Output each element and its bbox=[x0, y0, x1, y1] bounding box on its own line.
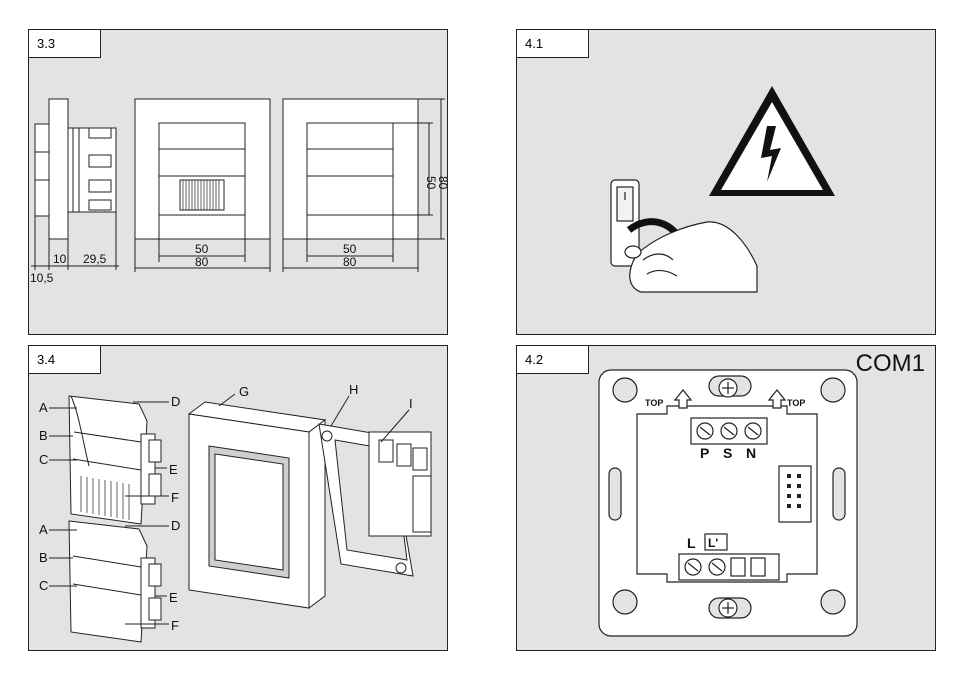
callout-D2: D bbox=[171, 518, 180, 533]
terminal-L-prime: L' bbox=[708, 536, 718, 550]
dim-29-5: 29,5 bbox=[83, 252, 107, 266]
mounting-plate bbox=[319, 424, 431, 576]
panel-4-2: 4.2 COM1 bbox=[516, 345, 936, 651]
dim-80-a: 80 bbox=[195, 255, 209, 269]
cover-frame bbox=[189, 402, 325, 608]
dim-80-b: 80 bbox=[343, 255, 357, 269]
callout-E1: E bbox=[169, 462, 178, 477]
dim-50-a: 50 bbox=[195, 242, 209, 256]
side-view-plate bbox=[35, 124, 49, 216]
terminal-P: P bbox=[700, 445, 709, 461]
wiring-diagram: TOP TOP P S N L L' bbox=[517, 346, 936, 651]
callout-B1: B bbox=[39, 428, 48, 443]
callout-F2: F bbox=[171, 618, 179, 633]
callout-C1: C bbox=[39, 452, 48, 467]
callout-E2: E bbox=[169, 590, 178, 605]
dim-80-vertical: 80 bbox=[436, 176, 448, 190]
top-marker-left: TOP bbox=[645, 398, 663, 408]
panel-3-3: 3.3 bbox=[28, 29, 448, 335]
high-voltage-warning-icon bbox=[709, 86, 835, 196]
callout-B2: B bbox=[39, 550, 48, 565]
callout-A2: A bbox=[39, 522, 48, 537]
callout-F1: F bbox=[171, 490, 179, 505]
exploded-view: A B C D E F A B C D E F G H I bbox=[29, 346, 448, 651]
callout-D1: D bbox=[171, 394, 180, 409]
callout-C2: C bbox=[39, 578, 48, 593]
top-marker-right: TOP bbox=[787, 398, 805, 408]
dim-50-vertical: 50 bbox=[424, 176, 438, 190]
callout-G: G bbox=[239, 384, 249, 399]
safety-illustration bbox=[517, 30, 936, 335]
panel-3-4: 3.4 bbox=[28, 345, 448, 651]
rocker-unit-top bbox=[69, 396, 161, 524]
dim-50-b: 50 bbox=[343, 242, 357, 256]
dim-10-5: 10,5 bbox=[30, 271, 54, 285]
terminal-N: N bbox=[746, 445, 756, 461]
callout-I: I bbox=[409, 396, 413, 411]
terminal-S: S bbox=[723, 445, 732, 461]
terminal-L: L bbox=[687, 535, 696, 551]
panel-4-1: 4.1 bbox=[516, 29, 936, 335]
callout-A1: A bbox=[39, 400, 48, 415]
dimension-drawing: 10 29,5 10,5 50 80 50 80 50 80 bbox=[29, 30, 448, 335]
hand-switch-off-icon bbox=[611, 180, 757, 292]
dim-10: 10 bbox=[53, 252, 67, 266]
callout-H: H bbox=[349, 382, 358, 397]
